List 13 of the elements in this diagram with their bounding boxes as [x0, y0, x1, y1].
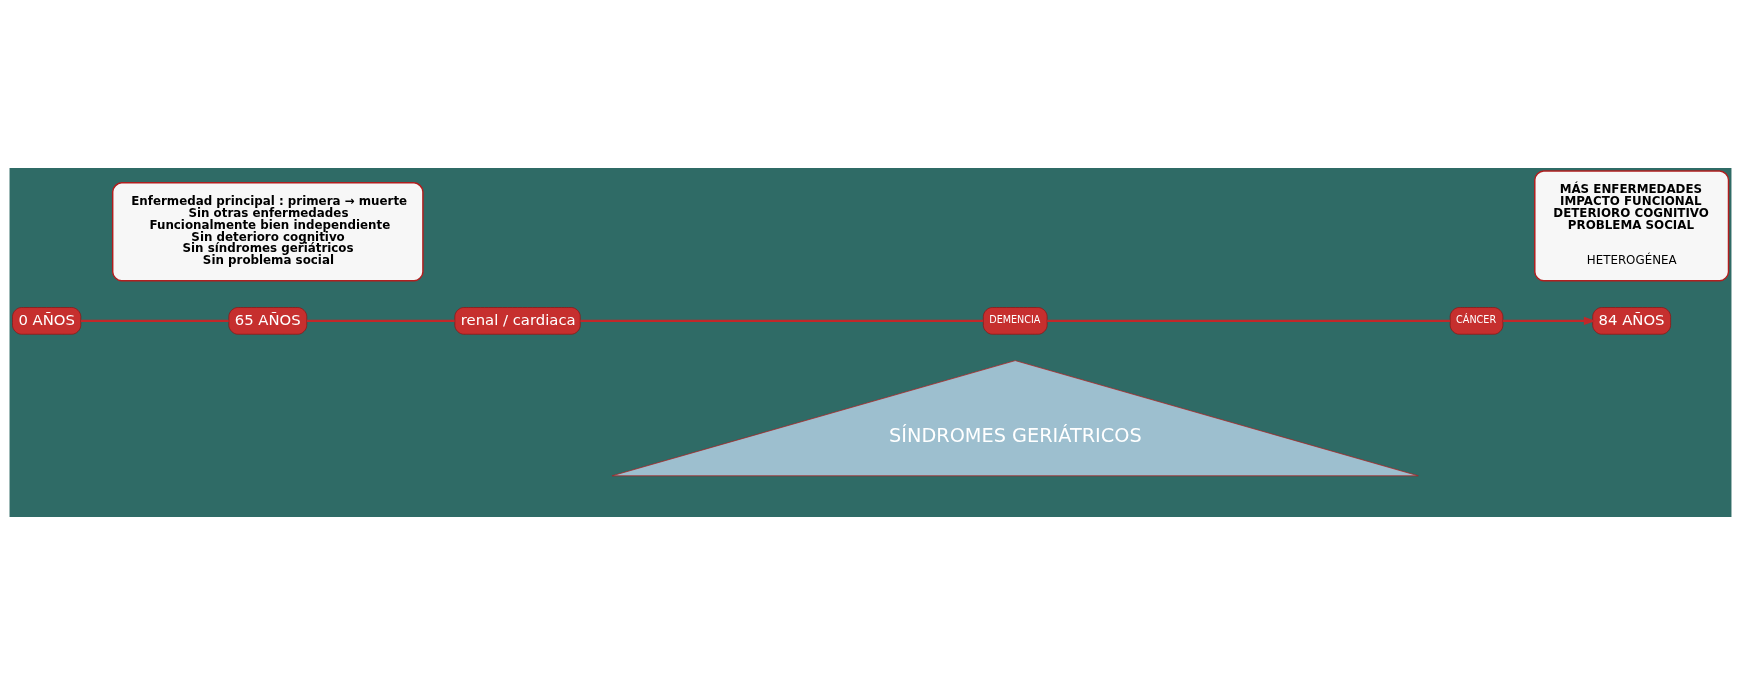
node-box: Enfermedad principal : primera → muerte Sin otras enfermedades Funcionalmente bien independiente Sin deterioro cognitivo Sin síndromes geriátricos Sin problema social [111, 181, 424, 282]
node-box: MÁS ENFERMEDADES IMPACTO FUNCIONAL DETERIORO COGNITIVO PROBLEMA SOCIAL HETEROGÉNEA [1534, 169, 1730, 282]
node-box: 65 AÑOS [228, 306, 308, 335]
node-box: DEMENCIA [982, 306, 1048, 335]
node-box: CÁNCER [1449, 306, 1504, 335]
node-box: 84 AÑOS [1592, 306, 1671, 335]
node-box: renal / cardiaca [454, 306, 581, 335]
node-box: 0 AÑOS [12, 306, 82, 335]
connector [306, 319, 455, 322]
connector [580, 319, 984, 322]
arrow [1503, 316, 1596, 325]
connector [1047, 319, 1451, 322]
connector [81, 319, 229, 322]
